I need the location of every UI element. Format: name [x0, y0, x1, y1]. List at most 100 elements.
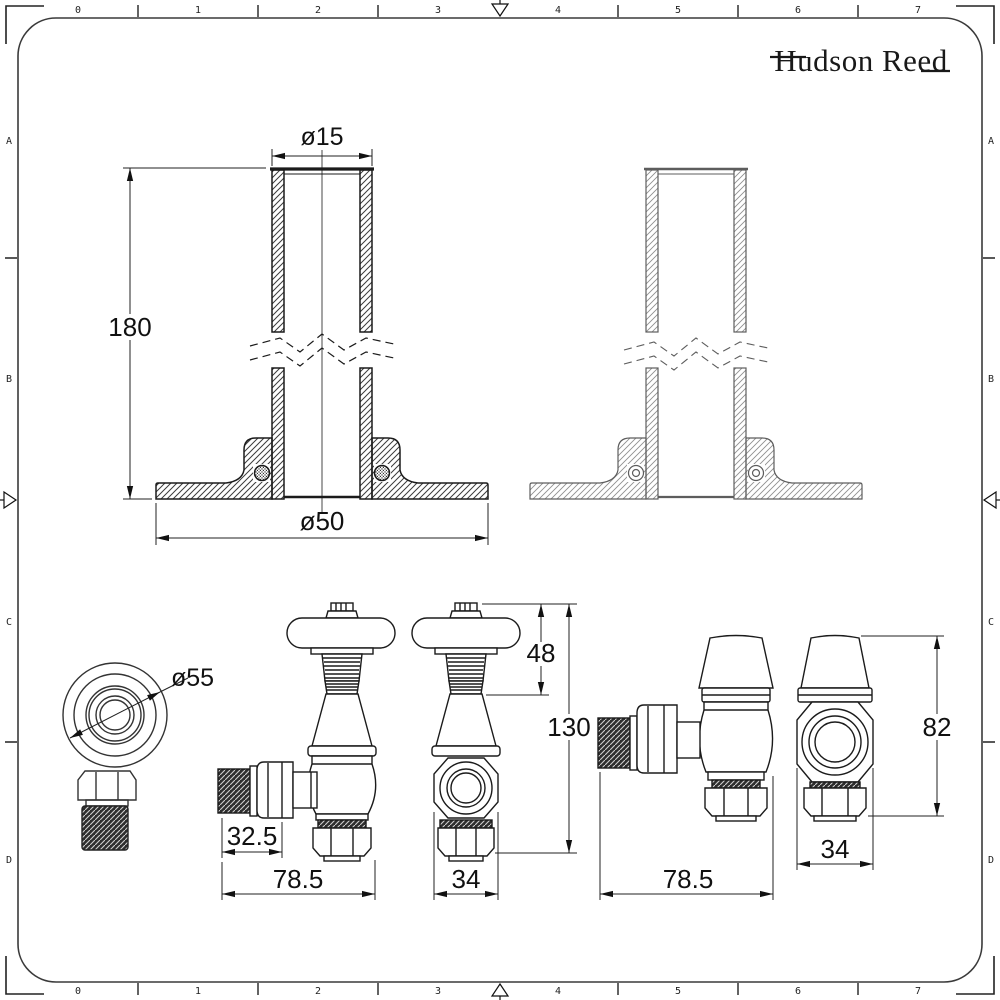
sleeve-section-view — [155, 150, 489, 514]
knob-ribs — [459, 603, 471, 611]
thermo-dimensions — [221, 603, 590, 900]
hex-nut-facets — [95, 772, 119, 800]
valve-top-dimension — [69, 677, 189, 739]
tail-nut — [704, 787, 768, 817]
ruler-label: D — [988, 855, 994, 866]
ruler-letters-left: A B C D — [6, 136, 12, 866]
ruler-label: 1 — [195, 986, 201, 997]
extension-lines — [599, 772, 774, 900]
extension-lines — [123, 167, 266, 500]
oring-seat — [627, 464, 644, 482]
bellows-ribs — [450, 683, 482, 691]
body-lower-ring — [707, 771, 765, 781]
union-nut-facets — [647, 705, 665, 773]
corner-mark-bottom-right — [956, 956, 995, 995]
pipe-wall — [271, 169, 285, 333]
dim-text-mask — [919, 714, 955, 740]
inlet-thread — [597, 717, 631, 769]
tail-stub — [448, 855, 484, 862]
ruler-label: A — [988, 136, 994, 147]
dim-text-mask — [107, 314, 153, 340]
ruler-numbers-bottom: 0 1 2 3 4 5 6 7 — [75, 986, 921, 997]
inlet-thread — [217, 768, 251, 814]
sleeve-outline-view — [529, 167, 863, 500]
lockshield-dimensions — [599, 635, 955, 900]
break-line — [623, 337, 769, 371]
ruler-label: 5 — [675, 986, 681, 997]
handwheel — [411, 617, 521, 649]
ruler-label: A — [6, 136, 12, 147]
tail-thread-band — [439, 819, 493, 829]
union-nut — [636, 704, 678, 774]
threaded-tail — [81, 805, 129, 851]
handwheel — [286, 617, 396, 649]
union-nut — [256, 761, 294, 819]
tail-stub — [715, 815, 757, 822]
dim-text-mask — [526, 642, 557, 666]
tail-nut-facets — [455, 828, 477, 856]
leader-line — [159, 677, 189, 693]
break-line — [249, 333, 395, 367]
center-mark-bottom — [490, 982, 510, 1000]
tail-stub — [323, 855, 361, 862]
knob-flare — [449, 610, 483, 619]
inlet-connector — [676, 721, 701, 759]
inlet-washer — [629, 715, 638, 771]
oring-seal-inner — [631, 468, 641, 478]
bellows-ribs — [447, 657, 485, 679]
oring-seal — [747, 464, 765, 482]
tail-nut-facets — [723, 788, 749, 816]
brand-name: Hudson Reed — [774, 43, 947, 78]
tail-thread-band — [809, 781, 861, 789]
ruler-label: 4 — [555, 986, 561, 997]
head-outer-circle — [62, 662, 168, 768]
ruler-label: C — [6, 617, 12, 628]
border-frame — [17, 17, 983, 983]
lockshield-cap — [698, 634, 774, 689]
oring-seal-inner — [751, 468, 761, 478]
ruler-label: 6 — [795, 5, 801, 16]
pipe-wall — [645, 367, 659, 500]
pipe-wall — [359, 169, 373, 333]
flange-right — [745, 437, 863, 500]
cone-flange — [431, 745, 501, 757]
lockshield-side-view — [597, 634, 774, 822]
ruler-label: 1 — [195, 5, 201, 16]
ruler-ticks-bottom — [137, 983, 859, 995]
body-lower-ring — [315, 813, 369, 821]
pipe-wall — [359, 367, 373, 500]
tail-nut-facets — [821, 788, 849, 816]
wheel-collar — [434, 647, 498, 655]
extension-lines — [482, 603, 577, 696]
brand-logo: Hudson Reed — [770, 43, 950, 78]
dim-thermo-body-width: 34 — [452, 864, 481, 894]
ruler-label: 0 — [75, 5, 81, 16]
oring-seal — [253, 464, 271, 482]
center-mark-top — [490, 0, 510, 18]
hex-nut — [77, 770, 137, 801]
extension-lines — [796, 768, 874, 870]
oring-seal — [373, 464, 391, 482]
flange-right-section — [371, 437, 489, 500]
oring-seal — [627, 464, 645, 482]
lockshield-cap — [800, 634, 870, 689]
head-cone — [311, 693, 373, 747]
ruler-label: D — [6, 855, 12, 866]
dim-line-dia55 — [69, 691, 161, 739]
port-circle — [814, 721, 856, 763]
tail-nut-facets — [330, 828, 354, 856]
tail-stub — [813, 815, 857, 822]
ruler-label: 3 — [435, 5, 441, 16]
lockshield-front-view — [796, 634, 874, 822]
flange-left-section — [155, 437, 273, 500]
extension-lines — [861, 635, 944, 817]
ruler-label: 6 — [795, 986, 801, 997]
corner-mark-top-left — [5, 5, 44, 44]
bellows-ribs — [323, 657, 361, 679]
dim-thermo-height: 130 — [547, 712, 590, 742]
ruler-label: 3 — [435, 986, 441, 997]
pipe-wall — [645, 169, 659, 333]
